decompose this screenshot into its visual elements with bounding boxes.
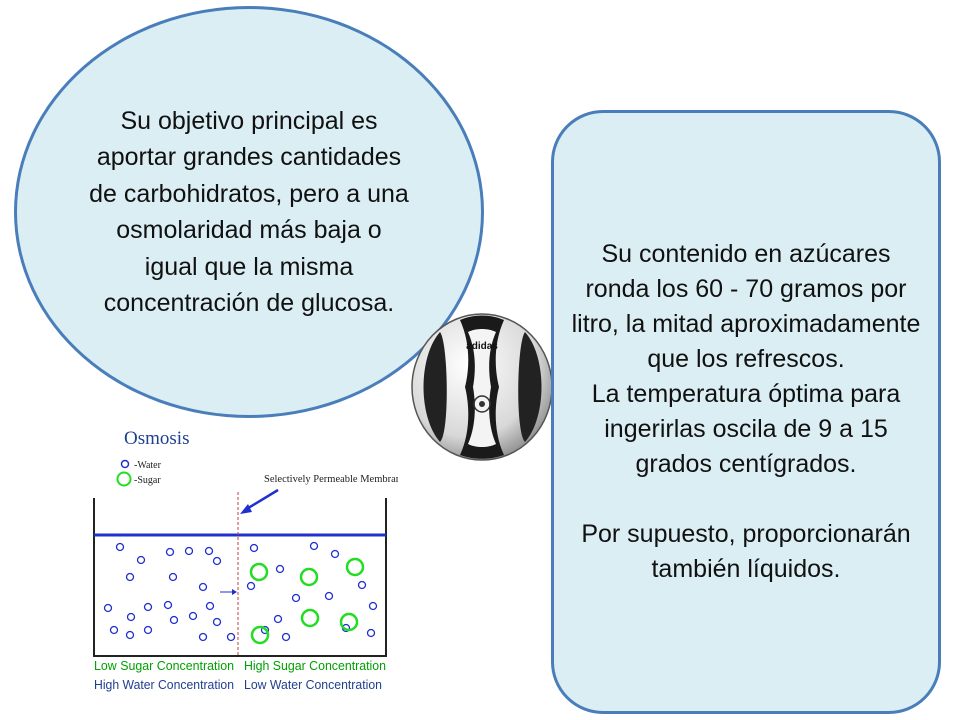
- water-molecules: [103, 541, 378, 642]
- soccer-ball-image: adidas: [411, 313, 553, 461]
- low-sugar-label: Low Sugar Concentration: [94, 659, 234, 673]
- osmosis-diagram: Osmosis -Water -Sugar Selectively Permea…: [93, 428, 398, 692]
- container-outline: [93, 498, 387, 657]
- high-sugar-label: High Sugar Concentration: [244, 659, 386, 673]
- sugar-legend-label: -Sugar: [134, 475, 161, 486]
- objective-ellipse-callout: Su objetivo principal es aportar grandes…: [14, 6, 484, 418]
- ball-brand-text: adidas: [466, 341, 498, 352]
- sugar-molecules: [249, 557, 365, 645]
- sugar-temperature-text: Su contenido en azúcares ronda los 60 - …: [571, 240, 921, 478]
- membrane-pointer-arrow: [244, 488, 279, 512]
- water-legend-label: -Water: [134, 460, 162, 471]
- water-legend-icon: [120, 459, 130, 469]
- membrane-label: Selectively Permeable Membrane: [264, 474, 398, 485]
- world-cup-emblem-icon: [473, 395, 491, 413]
- osmosis-title: Osmosis: [124, 428, 189, 449]
- content-rounded-callout: Su contenido en azúcares ronda los 60 - …: [551, 110, 941, 714]
- liquids-text: Por supuesto, proporcionarán también líq…: [581, 520, 911, 583]
- high-water-label: High Water Concentration: [94, 678, 234, 692]
- objective-text: Su objetivo principal es aportar grandes…: [89, 106, 409, 318]
- low-water-label: Low Water Concentration: [244, 678, 382, 692]
- sugar-legend-icon: [116, 471, 132, 487]
